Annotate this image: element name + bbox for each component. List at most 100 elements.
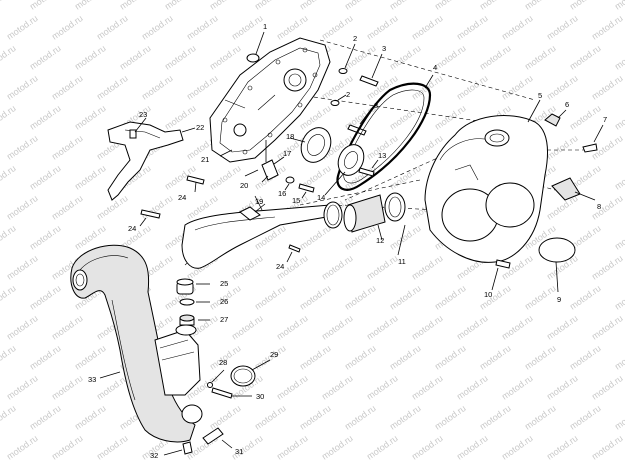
callout-15: 15 xyxy=(292,196,300,205)
callout-labels: 1 2 3 2 3 4 5 6 7 8 9 10 11 12 13 14 15 … xyxy=(88,22,607,460)
watermark-text: motod.ru xyxy=(140,73,175,102)
callout-22: 22 xyxy=(196,123,204,132)
leader-lines xyxy=(139,149,293,263)
watermark-text: motod.ru xyxy=(568,103,603,132)
watermark-text: motod.ru xyxy=(478,283,513,312)
watermark-text: motod.ru xyxy=(388,0,423,12)
watermark-text: motod.ru xyxy=(275,13,310,42)
watermark-text: motod.ru xyxy=(545,313,580,342)
cover-hardware xyxy=(491,109,604,293)
watermark-text: motod.ru xyxy=(433,343,468,372)
watermark-text: motod.ru xyxy=(568,0,603,12)
watermark-text: motod.ru xyxy=(230,13,265,42)
watermark-text: motod.ru xyxy=(320,373,355,402)
exhaust-duct xyxy=(70,244,203,443)
callout-11: 11 xyxy=(398,257,406,266)
callout-6: 6 xyxy=(565,100,569,109)
small-bracket xyxy=(261,140,285,183)
watermark-text: motod.ru xyxy=(0,0,18,12)
watermark-text: motod.ru xyxy=(230,253,265,282)
watermark-text: motod.ru xyxy=(500,313,535,342)
watermark-text: motod.ru xyxy=(455,313,490,342)
watermark-text: motod.ru xyxy=(433,0,468,12)
callout-8: 8 xyxy=(597,202,601,211)
watermark-text: motod.ru xyxy=(365,313,400,342)
watermark-text: motod.ru xyxy=(50,13,85,42)
watermark-text: motod.ru xyxy=(118,43,153,72)
watermark-text: motod.ru xyxy=(275,433,310,462)
watermark-text: motod.ru xyxy=(343,403,378,432)
watermark-text: motod.ru xyxy=(613,403,625,432)
watermark-text: motod.ru xyxy=(343,43,378,72)
seal-18 xyxy=(289,127,332,163)
frame-bracket xyxy=(107,117,205,219)
callout-24c: 24 xyxy=(276,262,284,271)
watermark-text: motod.ru xyxy=(73,103,108,132)
watermark-text: motod.ru xyxy=(410,13,445,42)
watermark-text: motod.ru xyxy=(28,343,63,372)
watermark-text: motod.ru xyxy=(455,73,490,102)
callout-14: 14 xyxy=(317,193,325,202)
watermark-text: motod.ru xyxy=(0,163,18,192)
watermark-text: motod.ru xyxy=(568,43,603,72)
watermark-text: motod.ru xyxy=(95,433,130,462)
watermark-text: motod.ru xyxy=(613,103,625,132)
watermark-text: motod.ru xyxy=(5,373,40,402)
callout-16: 16 xyxy=(278,189,286,198)
watermark-text: motod.ru xyxy=(298,343,333,372)
watermark-text: motod.ru xyxy=(0,403,18,432)
watermark-text: motod.ru xyxy=(590,373,625,402)
watermark-text: motod.ru xyxy=(410,313,445,342)
callout-13: 13 xyxy=(378,151,386,160)
watermark-text: motod.ru xyxy=(73,343,108,372)
watermark-text: motod.ru xyxy=(50,133,85,162)
callout-2: 2 xyxy=(353,34,357,43)
watermark-text: motod.ru xyxy=(73,403,108,432)
watermark-text: motod.ru xyxy=(343,0,378,12)
washer-16-bolt-15 xyxy=(284,176,315,199)
watermark-text: motod.ru xyxy=(28,163,63,192)
callout-28: 28 xyxy=(219,358,227,367)
watermark-text: motod.ru xyxy=(545,133,580,162)
watermark-text: motod.ru xyxy=(95,73,130,102)
callout-23: 23 xyxy=(139,110,147,119)
watermark-text: motod.ru xyxy=(545,13,580,42)
watermark-text: motod.ru xyxy=(433,283,468,312)
watermark-text: motod.ru xyxy=(365,433,400,462)
watermark-text: motod.ru xyxy=(613,343,625,372)
watermark-text: motod.ru xyxy=(50,433,85,462)
watermark-text: motod.ru xyxy=(410,253,445,282)
watermark-text: motod.ru xyxy=(613,223,625,252)
watermark-text: motod.ru xyxy=(590,253,625,282)
watermark-text: motod.ru xyxy=(343,343,378,372)
watermark-text: motod.ru xyxy=(478,403,513,432)
watermark-text: motod.ru xyxy=(50,373,85,402)
watermark-text: motod.ru xyxy=(0,343,18,372)
watermark-text: motod.ru xyxy=(365,253,400,282)
watermark-text: motod.ru xyxy=(568,343,603,372)
watermark-text: motod.ru xyxy=(28,0,63,12)
watermark-text: motod.ru xyxy=(388,283,423,312)
watermark-text: motod.ru xyxy=(73,163,108,192)
watermark-text: motod.ru xyxy=(185,73,220,102)
watermark-text: motod.ru xyxy=(275,373,310,402)
watermark-text: motod.ru xyxy=(253,283,288,312)
callout-5: 5 xyxy=(538,91,542,100)
watermark-text: motod.ru xyxy=(163,43,198,72)
watermark-text: motod.ru xyxy=(523,43,558,72)
callout-7: 7 xyxy=(603,115,607,124)
watermark-text: motod.ru xyxy=(185,13,220,42)
watermark-text: motod.ru xyxy=(253,403,288,432)
watermark-text: motod.ru xyxy=(410,433,445,462)
watermark-text: motod.ru xyxy=(545,373,580,402)
watermark-text: motod.ru xyxy=(73,43,108,72)
watermark-text: motod.ru xyxy=(613,283,625,312)
watermark-text: motod.ru xyxy=(590,433,625,462)
watermark-text: motod.ru xyxy=(365,13,400,42)
watermark-text: motod.ru xyxy=(50,193,85,222)
watermark-text: motod.ru xyxy=(140,13,175,42)
watermark-text: motod.ru xyxy=(5,133,40,162)
callout-20: 20 xyxy=(240,181,248,190)
watermark-text: motod.ru xyxy=(545,73,580,102)
watermark-text: motod.ru xyxy=(590,13,625,42)
